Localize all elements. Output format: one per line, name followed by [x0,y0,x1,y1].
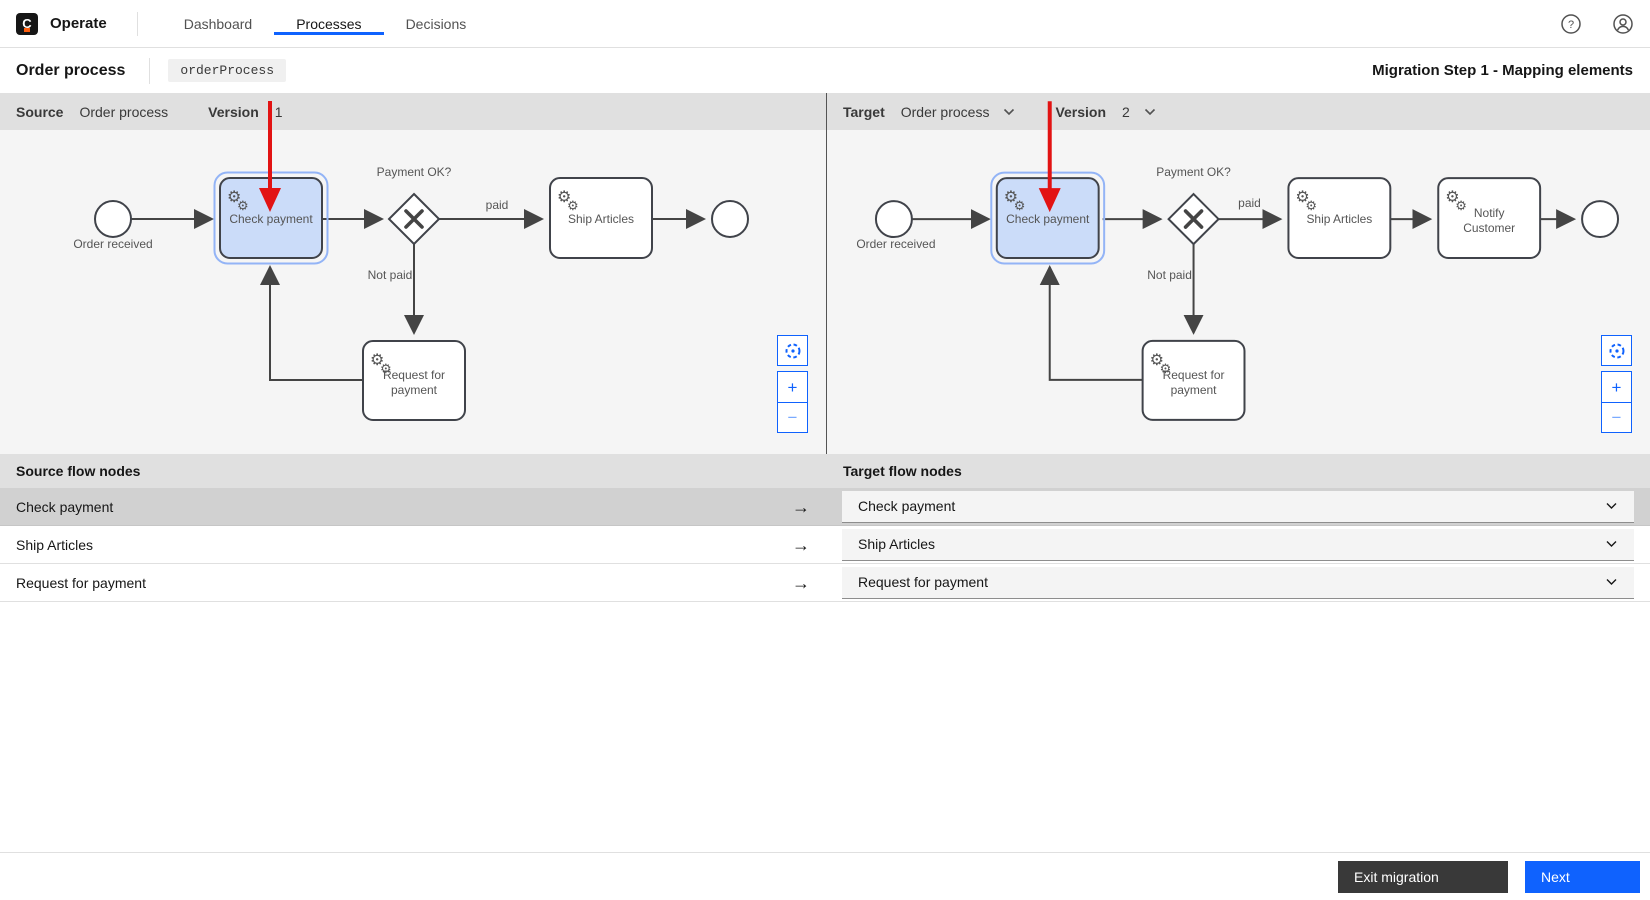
target-diagram-controls: + − [1601,335,1632,433]
chevron-down-icon [1606,503,1617,509]
source-flow-node-label: Check payment [16,498,114,515]
user-icon[interactable] [1610,11,1636,37]
tab-processes[interactable]: Processes [274,13,384,35]
mapping-row-check-payment: Check payment → Check payment [0,488,1650,526]
source-flow-node[interactable]: Check payment → [0,498,826,516]
source-flow-node-label: Request for payment [16,574,146,591]
reset-view-icon [1609,343,1624,358]
source-flow-nodes-header: Source flow nodes [16,463,141,479]
target-process-name: Order process [900,103,990,120]
source-flow-node[interactable]: Request for payment → [0,574,826,592]
source-version-label: Version [208,103,259,120]
mapping-table-header: Source flow nodes Target flow nodes [0,454,1650,488]
nav-divider [136,11,138,36]
target-panel-header: Target Order process Version 2 [827,93,1650,130]
page-title: Order process [16,61,126,79]
arrow-right-icon: → [792,496,810,517]
reset-view-button[interactable] [777,335,808,366]
exit-migration-button[interactable]: Exit migration [1338,860,1508,893]
process-id-badge: orderProcess [168,59,287,82]
source-version-value: 1 [274,103,283,120]
target-flow-node-select[interactable]: Check payment [842,490,1634,523]
arrow-right-icon: → [792,572,810,593]
source-flow-node[interactable]: Ship Articles → [0,536,826,554]
mapping-row-request-for-payment: Request for payment → Request for paymen… [0,564,1650,602]
tab-dashboard[interactable]: Dashboard [183,15,253,32]
camunda-logo-icon[interactable]: C [16,12,38,35]
diagram-panels: Source Order process Version 1 Order rec… [0,93,1650,454]
next-button[interactable]: Next [1525,860,1640,893]
svg-text:?: ? [1568,19,1574,31]
mapping-row-ship-articles: Ship Articles → Ship Articles [0,526,1650,564]
process-header: Order process orderProcess Migration Ste… [0,48,1650,93]
arrow-right-icon: → [792,534,810,555]
source-label: Source [16,103,64,120]
source-process-name: Order process [79,103,169,120]
target-flow-node-value: Ship Articles [858,536,936,552]
target-flow-node-value: Check payment [858,498,956,514]
zoom-out-button[interactable]: − [1602,402,1631,432]
target-flow-node-select[interactable]: Request for payment [842,566,1634,599]
logo-letter: C [22,16,32,31]
target-label: Target [843,103,885,120]
target-version-value: 2 [1122,103,1130,120]
top-nav: C Operate Dashboard Processes Decisions … [0,0,1650,48]
chevron-down-icon [1606,579,1617,585]
migration-step-title: Migration Step 1 - Mapping elements [1372,62,1633,79]
target-flow-node-select[interactable]: Ship Articles [842,528,1634,561]
target-version-label: Version [1055,103,1107,120]
help-icon[interactable]: ? [1558,11,1584,37]
zoom-out-button[interactable]: − [778,402,807,432]
chevron-down-icon [1004,108,1015,115]
title-divider [149,57,151,84]
nav-tabs: Dashboard Processes Decisions [162,13,489,35]
reset-view-button[interactable] [1601,335,1632,366]
source-panel: Source Order process Version 1 Order rec… [0,93,826,454]
tab-decisions[interactable]: Decisions [405,15,467,32]
target-panel: Target Order process Version 2 [826,93,1650,454]
zoom-in-button[interactable]: + [778,372,807,402]
reset-view-icon [785,343,800,358]
app-title: Operate [50,15,107,32]
logo-accent [24,27,30,32]
target-version-select[interactable]: 2 [1122,104,1156,120]
migration-footer: Exit migration Next [0,852,1650,900]
target-flow-node-value: Request for payment [858,574,988,590]
source-diagram-controls: + − [777,335,808,433]
source-panel-header: Source Order process Version 1 [0,93,826,130]
chevron-down-icon [1606,541,1617,547]
target-flow-nodes-header: Target flow nodes [843,463,962,479]
target-process-select[interactable]: Order process [901,104,1016,120]
zoom-in-button[interactable]: + [1602,372,1631,402]
source-flow-node-label: Ship Articles [16,536,94,553]
source-diagram-canvas[interactable] [0,130,826,454]
chevron-down-icon [1144,108,1155,115]
target-diagram-canvas[interactable] [827,130,1650,454]
